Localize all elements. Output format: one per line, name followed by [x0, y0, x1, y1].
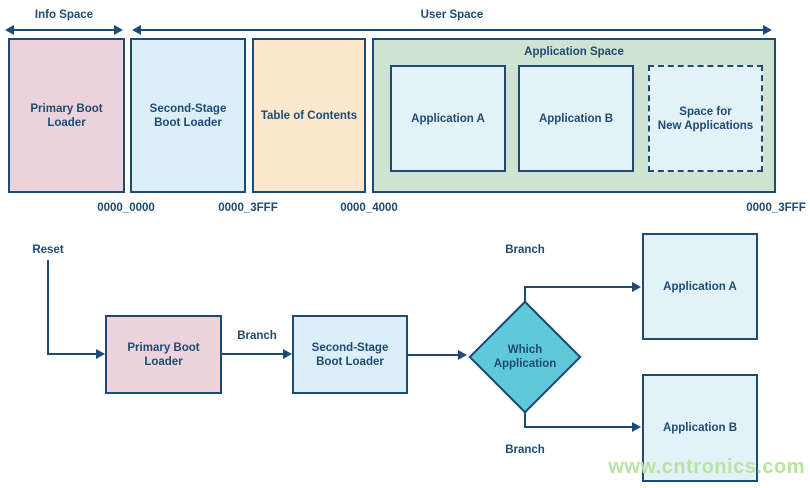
- reset-label: Reset: [32, 244, 64, 256]
- memory-block-application-b: Application B: [518, 65, 634, 172]
- arrow-line: [13, 29, 115, 31]
- application-space-container: Application Space Application A Applicat…: [372, 38, 776, 193]
- memory-block-primary-boot-loader: Primary Boot Loader: [8, 38, 125, 193]
- arrow-head-right-icon: [763, 25, 772, 35]
- arrow-line: [524, 412, 526, 428]
- arrow-line: [524, 286, 633, 288]
- watermark: www.cntronics.com: [608, 456, 805, 478]
- flow-node-second-stage-boot-loader: Second-Stage Boot Loader: [292, 315, 408, 394]
- info-space-label: Info Space: [34, 9, 94, 21]
- address-label: 0000_4000: [340, 202, 398, 214]
- memory-block-space-for-new-applications: Space for New Applications: [648, 65, 763, 172]
- memory-block-label: Application B: [538, 112, 614, 125]
- arrow-head-right-icon: [96, 349, 105, 359]
- branch-label: Branch: [237, 330, 277, 342]
- arrow-line: [524, 287, 526, 303]
- user-space-label: User Space: [420, 9, 484, 21]
- arrow-head-right-icon: [114, 25, 123, 35]
- arrow-head-right-icon: [632, 422, 641, 432]
- memory-block-label: Application A: [411, 112, 485, 125]
- branch-label: Branch: [505, 244, 545, 256]
- arrow-head-right-icon: [632, 282, 641, 292]
- address-label: 0000_3FFF: [746, 202, 806, 214]
- memory-block-label: Second-Stage Boot Loader: [149, 102, 227, 129]
- memory-block-label: Table of Contents: [260, 109, 358, 122]
- address-label: 0000_0000: [97, 202, 155, 214]
- arrow-line: [222, 353, 284, 355]
- memory-block-label: Space for New Applications: [657, 105, 754, 132]
- memory-block-second-stage-boot-loader: Second-Stage Boot Loader: [130, 38, 246, 193]
- arrow-head-right-icon: [283, 349, 292, 359]
- arrow-line: [524, 426, 633, 428]
- flow-node-application-b: Application B: [642, 374, 758, 482]
- arrow-line: [47, 260, 49, 354]
- branch-label: Branch: [505, 444, 545, 456]
- decision-label: Which Application: [493, 344, 557, 370]
- arrow-head-right-icon: [458, 350, 467, 360]
- flow-node-label: Application A: [663, 280, 737, 293]
- arrow-line: [140, 29, 764, 31]
- arrow-line: [47, 353, 97, 355]
- arrow-line: [408, 354, 459, 356]
- flow-node-label: Second-Stage Boot Loader: [311, 341, 389, 368]
- application-space-label: Application Space: [524, 46, 624, 58]
- memory-block-application-a: Application A: [390, 65, 506, 172]
- arrow-head-left-icon: [5, 25, 14, 35]
- memory-block-table-of-contents: Table of Contents: [252, 38, 366, 193]
- address-label: 0000_3FFF: [218, 202, 278, 214]
- flow-node-label: Primary Boot Loader: [127, 341, 200, 368]
- memory-block-label: Primary Boot Loader: [30, 102, 103, 129]
- arrow-head-left-icon: [132, 25, 141, 35]
- flow-node-application-a: Application A: [642, 233, 758, 340]
- flow-node-primary-boot-loader: Primary Boot Loader: [105, 315, 222, 394]
- flow-node-label: Application B: [662, 422, 738, 434]
